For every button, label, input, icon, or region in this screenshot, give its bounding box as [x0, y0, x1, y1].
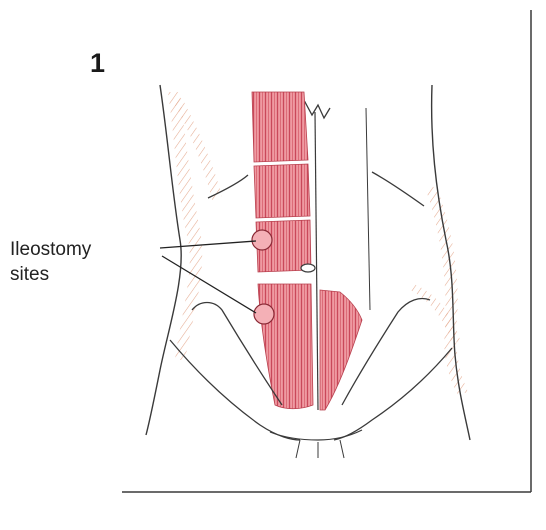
pubic-hatch [296, 440, 344, 458]
leader-line-upper [160, 241, 256, 248]
right-rib-margin [372, 172, 424, 206]
leader-line-lower [162, 256, 256, 313]
midline [315, 112, 318, 410]
stoma-site-lower [254, 304, 274, 324]
right-flank-shading [426, 186, 468, 395]
right-semilunar-line [366, 108, 370, 310]
umbilicus [301, 264, 315, 272]
stoma-site-upper [252, 230, 272, 250]
right-rectus-muscle [320, 290, 362, 410]
right-lower-curve [334, 348, 452, 440]
pubic-curve [270, 430, 362, 440]
